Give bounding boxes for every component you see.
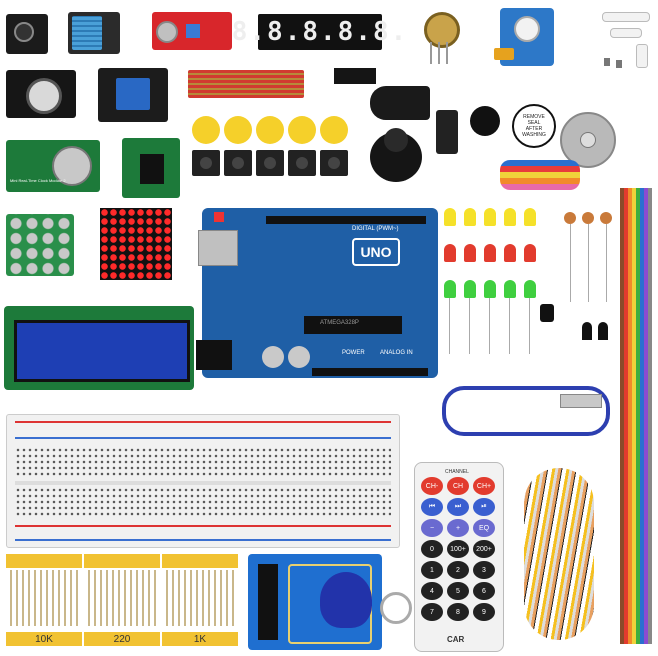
remote-key[interactable]: 100+ bbox=[447, 540, 469, 558]
seven-segment-digits: 8.8.8.8.8. bbox=[231, 17, 409, 47]
remote-key[interactable]: 2 bbox=[447, 561, 469, 579]
servo-motor bbox=[494, 8, 554, 66]
remote-key[interactable]: ⏭ bbox=[447, 498, 469, 516]
remote-key[interactable]: 0 bbox=[421, 540, 443, 558]
stepper-motor bbox=[560, 112, 616, 168]
power-jack bbox=[196, 340, 232, 370]
analog-label: ANALOG IN bbox=[380, 350, 413, 356]
digital-header bbox=[266, 216, 426, 224]
dc-jack bbox=[436, 110, 458, 154]
dht11-sensor bbox=[68, 12, 120, 54]
chip-label: ATMEGA328P bbox=[320, 320, 359, 326]
resistor-label-10k: 10K bbox=[35, 633, 53, 645]
remote-key[interactable]: EQ bbox=[473, 519, 495, 537]
ultrasonic-driver-board bbox=[122, 138, 180, 198]
resistor-pack-220: 220 bbox=[84, 554, 160, 648]
remote-key[interactable]: + bbox=[447, 519, 469, 537]
led-matrix bbox=[100, 208, 172, 280]
resistor-pack-10k: 10K bbox=[6, 554, 82, 648]
keyring bbox=[380, 592, 412, 624]
rfid-keyfob bbox=[320, 572, 372, 628]
stepper-wires bbox=[500, 160, 580, 190]
temp-sensors bbox=[582, 322, 612, 340]
remote-key[interactable]: 9 bbox=[473, 603, 495, 621]
resistor-label-1k: 1K bbox=[193, 633, 207, 645]
resistor-label-220: 220 bbox=[113, 633, 131, 645]
seven-segment-display: 8.8.8.8.8. bbox=[232, 14, 406, 50]
battery-clip bbox=[370, 86, 430, 120]
jumper-wires-bundle bbox=[514, 468, 604, 640]
usb-plug bbox=[560, 394, 602, 408]
breadboard bbox=[6, 414, 400, 548]
remote-key[interactable]: CH- bbox=[421, 477, 443, 495]
joystick-cap bbox=[370, 128, 422, 182]
remote-key[interactable]: 5 bbox=[447, 582, 469, 600]
ir-receiver bbox=[540, 304, 554, 322]
relay-module bbox=[98, 68, 168, 122]
water-level-sensor bbox=[188, 70, 304, 98]
uno-label: UNO bbox=[360, 244, 392, 260]
sound-sensor-module bbox=[152, 12, 232, 50]
ic-chip bbox=[334, 68, 376, 84]
remote-key[interactable]: 3 bbox=[473, 561, 495, 579]
usb-cable bbox=[442, 386, 610, 436]
remote-key[interactable]: 200+ bbox=[473, 540, 495, 558]
button-caps bbox=[192, 116, 352, 146]
remote-key[interactable]: 6 bbox=[473, 582, 495, 600]
remote-key[interactable]: ⏮ bbox=[421, 498, 443, 516]
remote-key[interactable]: 7 bbox=[421, 603, 443, 621]
remote-key[interactable]: 8 bbox=[447, 603, 469, 621]
buzzer-sticker: REMOVE SEAL AFTER WASHING bbox=[512, 104, 556, 148]
resistor-pack-1k: 1K bbox=[162, 554, 238, 648]
atmega-chip: ATMEGA328P bbox=[304, 316, 402, 334]
keypad-module bbox=[6, 214, 74, 276]
photoresistors bbox=[560, 212, 616, 302]
remote-key[interactable]: 4 bbox=[421, 582, 443, 600]
remote-brand: CAR bbox=[447, 635, 465, 644]
digital-label: DIGITAL (PWM~) bbox=[352, 226, 399, 232]
buzzer bbox=[470, 106, 500, 136]
ir-sensor-module bbox=[6, 14, 48, 54]
rtc-label: Mini Real-Time Clock Module-2 bbox=[10, 178, 66, 183]
led-array bbox=[444, 208, 544, 358]
servo-horns bbox=[598, 8, 652, 68]
rtc-module: Mini Real-Time Clock Module-2 bbox=[6, 140, 100, 192]
remote-key[interactable]: CH bbox=[447, 477, 469, 495]
power-label: POWER bbox=[342, 350, 365, 356]
joystick-module bbox=[6, 70, 76, 118]
remote-title: CHANNEL bbox=[445, 469, 469, 475]
remote-key[interactable]: CH+ bbox=[473, 477, 495, 495]
arduino-uno-board: DIGITAL (PWM~) UNO ATMEGA328P POWER ANAL… bbox=[196, 208, 438, 378]
remote-key[interactable]: 1 bbox=[421, 561, 443, 579]
potentiometer bbox=[420, 12, 460, 64]
tactile-buttons bbox=[192, 150, 352, 180]
lcd-1602 bbox=[4, 306, 194, 390]
remote-key[interactable]: − bbox=[421, 519, 443, 537]
usb-port bbox=[198, 230, 238, 266]
jumper-ribbon bbox=[620, 188, 652, 644]
buzzer-sticker-text: REMOVE SEAL AFTER WASHING bbox=[522, 114, 546, 138]
remote-key[interactable]: ⏯ bbox=[473, 498, 495, 516]
